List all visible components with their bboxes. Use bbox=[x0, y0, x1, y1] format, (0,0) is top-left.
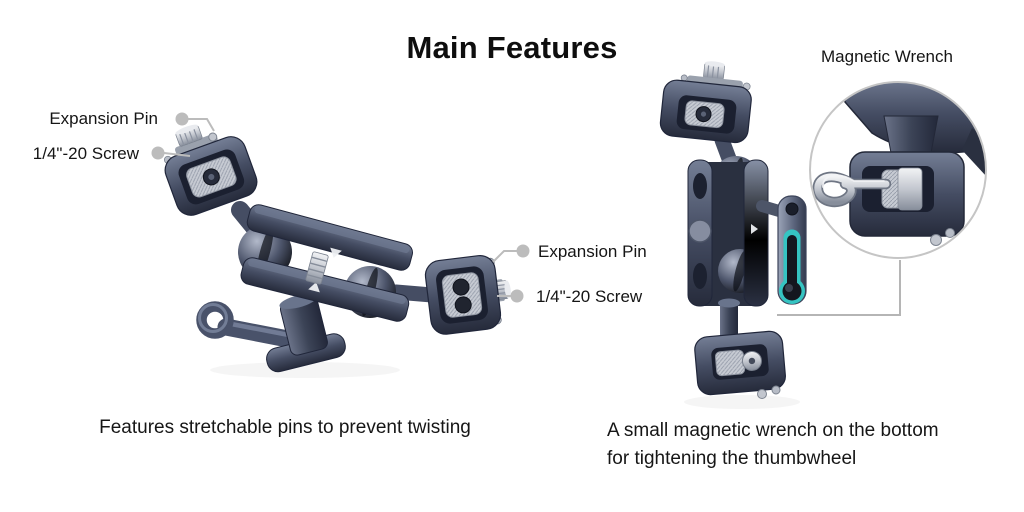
right-figure-caption: A small magnetic wrench on the bottom fo… bbox=[607, 417, 939, 473]
magnetic-wrench-highlight bbox=[779, 229, 805, 304]
magnifier-circle bbox=[809, 81, 987, 259]
right-caption-line-1: A small magnetic wrench on the bottom bbox=[607, 420, 939, 441]
vertical-arm-illustration bbox=[659, 61, 807, 409]
alignment-arrow-up bbox=[308, 282, 320, 293]
alignment-arrow-down bbox=[330, 247, 342, 258]
callout-dot bbox=[175, 112, 189, 126]
page-title: Main Features bbox=[406, 30, 618, 65]
callout-dots bbox=[151, 112, 530, 303]
vertical-arm-bottom-head bbox=[694, 330, 786, 396]
quarter-screw-left-target bbox=[175, 124, 203, 147]
callout-leader-lines bbox=[163, 118, 517, 297]
callout-label-magnetic-wrench: Magnetic Wrench bbox=[821, 47, 953, 66]
arm-neck-right bbox=[388, 284, 440, 303]
magnetic-wrench-icon bbox=[812, 171, 892, 208]
thumbwheel-disc bbox=[688, 219, 712, 243]
callout-label-quarter-screw-right: 1/4"-20 Screw bbox=[536, 287, 643, 306]
arm-ratchet-lever bbox=[196, 301, 307, 350]
callout-dot bbox=[516, 244, 530, 258]
articulating-arm-illustration bbox=[163, 124, 511, 378]
vertical-arm-bottom-neck bbox=[720, 302, 738, 340]
magnified-wrench-view bbox=[809, 81, 987, 259]
alignment-arrow-right bbox=[751, 224, 758, 234]
magnetic-wrench-lever bbox=[756, 195, 807, 305]
callout-dot bbox=[151, 146, 165, 160]
expansion-pin-left-target bbox=[208, 132, 218, 142]
magnifier-connector-line bbox=[777, 260, 901, 316]
arm-turnbuckle-screw bbox=[305, 251, 329, 285]
callout-label-expansion-pin-right: Expansion Pin bbox=[538, 242, 647, 261]
arm-clamp-bars bbox=[240, 204, 413, 322]
left-figure-caption: Features stretchable pins to prevent twi… bbox=[99, 417, 471, 438]
callout-label-quarter-screw-left: 1/4"-20 Screw bbox=[32, 144, 139, 163]
right-caption-line-2: for tightening the thumbwheel bbox=[607, 448, 857, 469]
vertical-arm-top-head bbox=[659, 61, 752, 144]
vertical-arm-body bbox=[687, 159, 769, 307]
callout-label-expansion-pin-left: Expansion Pin bbox=[49, 109, 158, 128]
left-arm-shadow bbox=[210, 362, 400, 378]
right-arm-shadow bbox=[684, 395, 800, 409]
callout-dot bbox=[510, 289, 524, 303]
arm-head-right bbox=[424, 255, 511, 335]
